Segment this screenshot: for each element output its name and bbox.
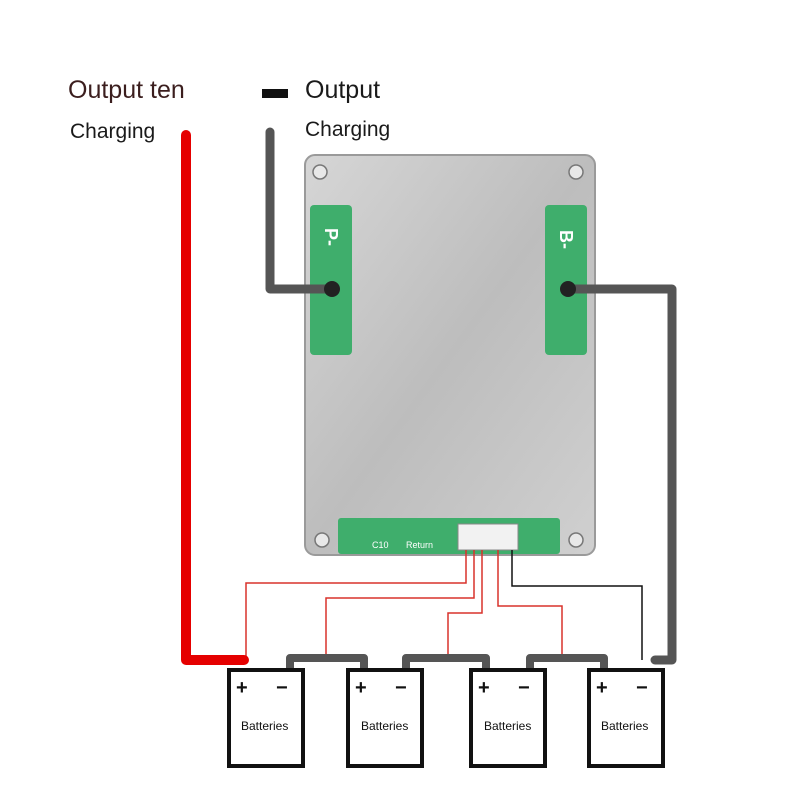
screw-icon: [568, 164, 584, 180]
battery-label: Batteries: [484, 719, 531, 733]
screw-icon: [312, 164, 328, 180]
negative-output-wire: [265, 127, 335, 294]
series-link: [526, 654, 608, 668]
board-plate: [304, 154, 596, 556]
battery-cell: [346, 668, 424, 768]
battery-label: Batteries: [601, 719, 648, 733]
sense-wire: [511, 550, 643, 660]
minus-sign: [262, 89, 288, 98]
battery-minus: −: [395, 677, 407, 699]
output-negative-label: Output: [305, 76, 381, 104]
battery: + − Batteries: [346, 668, 424, 768]
battery-cell: [469, 668, 547, 768]
board-code-label: C10: [372, 540, 389, 550]
battery-minus: −: [276, 677, 288, 699]
screw-icon: [568, 532, 584, 548]
output-positive-label: Output ten: [68, 76, 185, 104]
connector-label: Return: [406, 540, 433, 550]
pcb-left: [310, 205, 352, 355]
balance-wires: [245, 550, 563, 660]
battery-label: Batteries: [241, 719, 288, 733]
p-terminal: [324, 281, 340, 297]
screw-icon: [314, 532, 330, 548]
bms-board: P- B- Return C10: [304, 154, 596, 556]
battery-label: Batteries: [361, 719, 408, 733]
b-terminal: [560, 281, 576, 297]
port-label-right: B-: [556, 230, 576, 249]
battery-plus: +: [355, 677, 367, 699]
output-negative-sublabel: Charging: [305, 118, 391, 141]
battery-plus: +: [478, 677, 490, 699]
series-link: [402, 654, 490, 668]
battery: + − Batteries: [587, 668, 665, 768]
battery-plus: +: [236, 677, 248, 699]
battery-plus: +: [596, 677, 608, 699]
port-label-left: P-: [321, 228, 341, 246]
series-link: [286, 654, 368, 668]
battery-minus: −: [636, 677, 648, 699]
balance-wire: [325, 550, 475, 660]
battery-cell: [587, 668, 665, 768]
positive-output-wire: [181, 130, 249, 665]
output-positive-sublabel: Charging: [70, 120, 156, 143]
battery-minus: −: [518, 677, 530, 699]
balance-connector: [457, 523, 519, 551]
balance-wire: [245, 550, 467, 660]
balance-wire: [497, 550, 563, 660]
balance-wire: [447, 550, 483, 660]
pcb-right: [545, 205, 587, 355]
battery: + − Batteries: [469, 668, 547, 768]
battery-negative-wire: [563, 284, 677, 665]
battery: + − Batteries: [227, 668, 305, 768]
battery-cell: [227, 668, 305, 768]
